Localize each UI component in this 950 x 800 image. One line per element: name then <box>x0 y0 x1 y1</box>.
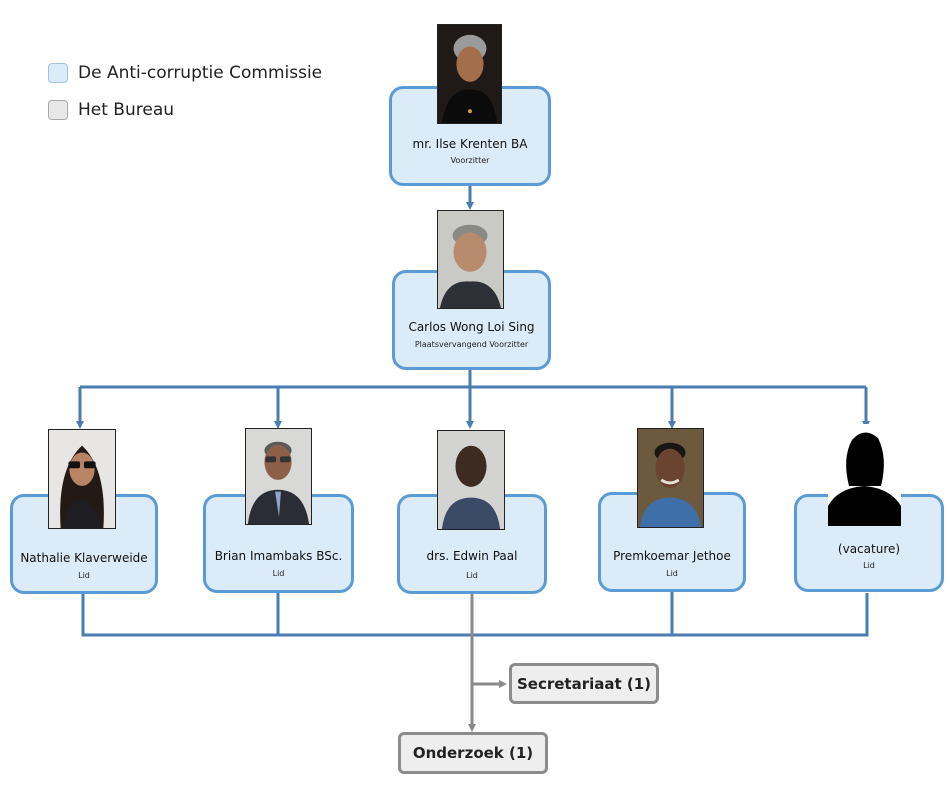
legend-commission-swatch <box>48 63 68 83</box>
member-role: Lid <box>863 561 875 570</box>
member-role: Lid <box>272 569 285 578</box>
research-label: Onderzoek (1) <box>412 744 534 762</box>
legend-bureau-label: Het Bureau <box>78 100 175 120</box>
connector-members-bottom-bus <box>81 593 869 637</box>
member-photo-3 <box>437 430 505 530</box>
chair-name: mr. Ilse Krenten BA <box>412 137 528 151</box>
member-role: Lid <box>466 571 478 580</box>
member-role: Lid <box>666 569 678 578</box>
member-photo-4 <box>637 428 704 528</box>
member-role: Lid <box>78 571 90 580</box>
member-name: (vacature) <box>837 542 901 556</box>
member-name: Premkoemar Jethoe <box>613 549 731 563</box>
vacancy-silhouette-icon <box>828 424 901 526</box>
secretariat-box: Secretariaat (1) <box>509 663 659 704</box>
member-name: Brian Imambaks BSc. <box>214 549 343 563</box>
vice-chair-photo <box>437 210 504 309</box>
chair-role: Voorzitter <box>450 156 490 165</box>
legend-commission: De Anti-corruptie Commissie <box>48 63 322 83</box>
research-box: Onderzoek (1) <box>398 732 548 774</box>
member-photo-1 <box>48 429 116 529</box>
member-photo-2 <box>245 428 312 525</box>
vice-chair-name: Carlos Wong Loi Sing <box>408 320 535 334</box>
secretariat-label: Secretariaat (1) <box>516 674 652 693</box>
vice-chair-role: Plaatsvervangend Voorzitter <box>414 340 529 349</box>
chair-photo <box>437 24 502 124</box>
legend-bureau-swatch <box>48 100 68 120</box>
member-card-5: (vacature) Lid <box>794 494 944 592</box>
legend-commission-label: De Anti-corruptie Commissie <box>78 63 323 83</box>
member-card-3: drs. Edwin Paal Lid <box>397 494 547 594</box>
member-name: drs. Edwin Paal <box>426 549 518 563</box>
legend-bureau: Het Bureau <box>48 100 174 120</box>
member-name: Nathalie Klaverweide <box>20 551 148 565</box>
